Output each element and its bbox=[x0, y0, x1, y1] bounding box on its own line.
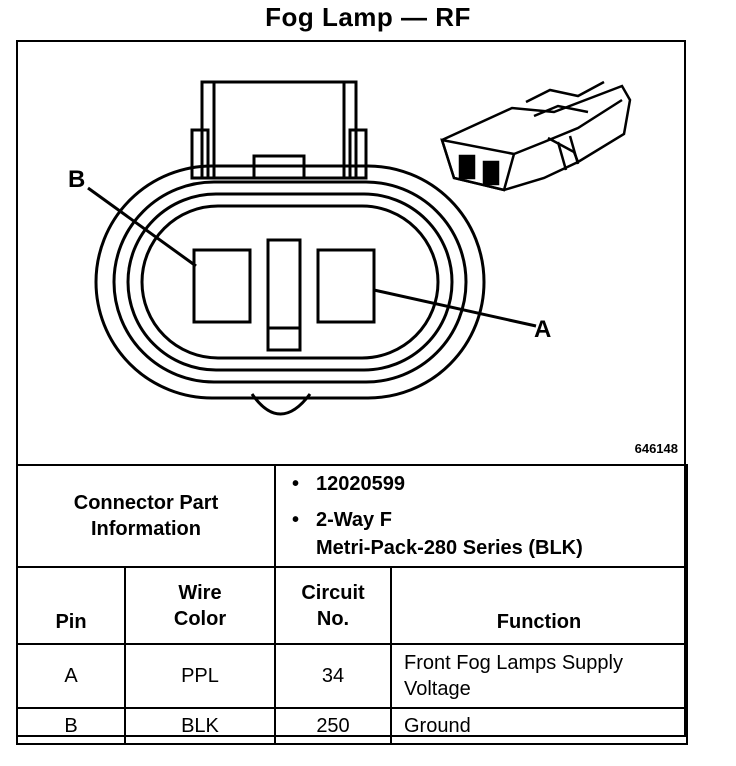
center-key bbox=[266, 238, 302, 352]
pin-function-table: Pin Wire Color Circuit No. Function A PP… bbox=[16, 566, 688, 745]
page-title: Fog Lamp — RF bbox=[265, 2, 471, 32]
table-row: A PPL 34 Front Fog Lamps Supply Voltage bbox=[16, 643, 688, 709]
list-item: • 12020599 bbox=[292, 473, 405, 495]
leader-line-a bbox=[373, 288, 537, 328]
connector-info-values: • 12020599 • 2-Way F Metri-Pack-280 Seri… bbox=[274, 464, 688, 568]
pin-b-label: B bbox=[68, 166, 86, 193]
pin-a-label: A bbox=[534, 316, 552, 343]
column-header-pin: Pin bbox=[16, 566, 126, 645]
column-header-circuit: Circuit No. bbox=[274, 566, 392, 645]
outer-ring bbox=[94, 164, 486, 400]
bottom-tab bbox=[250, 393, 312, 416]
terminal-a bbox=[316, 248, 376, 324]
connector-isometric-icon bbox=[440, 80, 632, 192]
list-item: • 2-Way F Metri-Pack-280 Series (BLK) bbox=[292, 509, 583, 559]
connector-info-table: Connector Part Information • 12020599 • … bbox=[16, 464, 688, 568]
column-header-function: Function bbox=[390, 566, 688, 645]
terminal-b bbox=[192, 248, 252, 324]
leader-line-b bbox=[87, 186, 197, 268]
latch-housing bbox=[200, 80, 358, 180]
table-row: B BLK 250 Ground bbox=[16, 707, 688, 745]
table-header-row: Pin Wire Color Circuit No. Function bbox=[16, 566, 688, 645]
figure-number: 646148 bbox=[634, 441, 678, 456]
column-header-wire-color: Wire Color bbox=[124, 566, 276, 645]
connector-face-illustration bbox=[87, 80, 632, 416]
connector-info-header: Connector Part Information bbox=[16, 464, 276, 568]
